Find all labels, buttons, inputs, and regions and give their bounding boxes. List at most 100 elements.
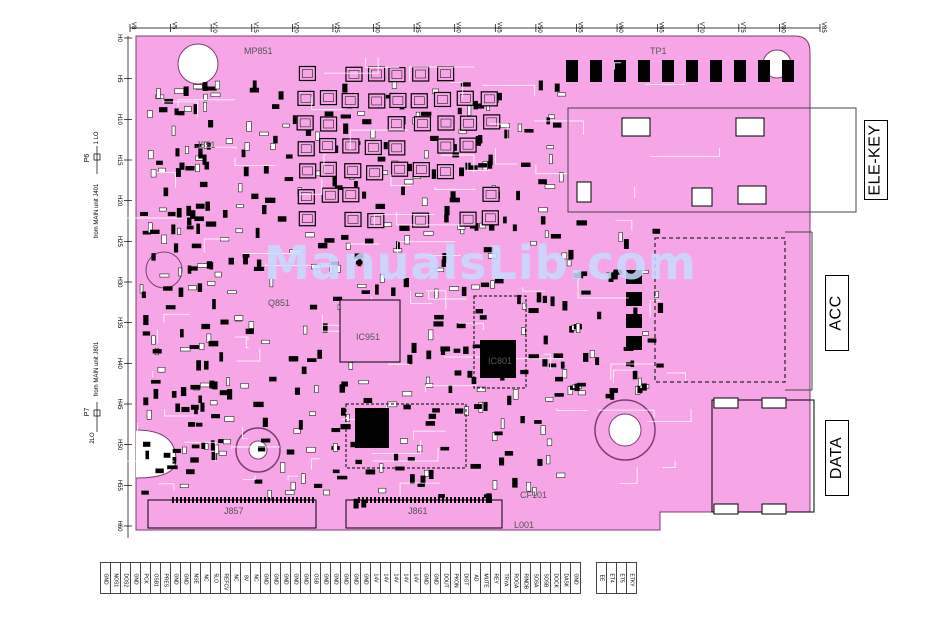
pin-cell: NC bbox=[200, 562, 211, 594]
smd-part bbox=[562, 301, 568, 311]
smd-part bbox=[595, 357, 600, 366]
pin-cell: ET5 bbox=[616, 562, 627, 594]
trace bbox=[349, 129, 408, 150]
pin-name: MUTE bbox=[482, 573, 489, 588]
trace bbox=[413, 430, 446, 441]
smd-part bbox=[336, 264, 341, 273]
pin-cell: GND bbox=[300, 562, 311, 594]
smd-part bbox=[259, 131, 269, 136]
ic-package bbox=[734, 60, 746, 82]
pin-name: GND bbox=[302, 573, 309, 585]
pin bbox=[394, 497, 396, 503]
smd-part bbox=[317, 349, 322, 359]
smd-part bbox=[318, 242, 328, 249]
smd-part bbox=[554, 393, 564, 397]
pin-cell: DOCK bbox=[550, 562, 561, 594]
smd-part bbox=[256, 259, 262, 269]
pin-name: GND bbox=[572, 573, 579, 585]
smd-part bbox=[175, 148, 180, 157]
pin bbox=[224, 497, 226, 503]
board-ref-label: CF101 bbox=[520, 490, 548, 500]
smd-part bbox=[516, 190, 520, 201]
ic-package bbox=[614, 60, 626, 82]
pin-name: ROGA bbox=[512, 573, 519, 589]
smd-part bbox=[244, 142, 250, 151]
top-ruler-label: V25 bbox=[333, 22, 339, 33]
trace-field bbox=[109, 57, 720, 496]
smd-part bbox=[430, 135, 439, 141]
smd-part bbox=[236, 204, 244, 208]
smd-part bbox=[436, 267, 445, 272]
inductor-core bbox=[325, 190, 336, 200]
smd-part bbox=[426, 376, 431, 384]
pin-cell: 14V bbox=[380, 562, 391, 594]
component-field bbox=[139, 60, 794, 509]
smd-part bbox=[182, 446, 187, 455]
pin bbox=[382, 497, 384, 503]
pin-cell: GND bbox=[430, 562, 441, 594]
smd-part bbox=[200, 402, 205, 412]
smd-part bbox=[348, 362, 354, 370]
smd-part bbox=[196, 360, 201, 371]
pin-cell: 14V bbox=[370, 562, 381, 594]
smd-part bbox=[204, 141, 208, 149]
smd-part bbox=[561, 252, 568, 260]
inductor-core bbox=[371, 96, 383, 106]
pin bbox=[308, 497, 310, 503]
smd-part bbox=[245, 328, 254, 335]
pin-name: NC bbox=[252, 574, 259, 582]
smd-part bbox=[246, 121, 252, 132]
smd-part bbox=[440, 346, 451, 352]
inductor bbox=[297, 90, 315, 106]
pin-cell: PKON bbox=[450, 562, 461, 594]
pin bbox=[486, 497, 488, 503]
trace bbox=[162, 101, 198, 118]
pin bbox=[438, 497, 440, 503]
trace bbox=[424, 254, 461, 257]
smd-part bbox=[332, 176, 337, 187]
smd-part bbox=[238, 183, 243, 193]
pin bbox=[208, 497, 210, 503]
inductor bbox=[319, 161, 337, 177]
inductor-core bbox=[462, 140, 474, 150]
smd-part bbox=[420, 111, 432, 116]
left-ruler-label: H60 bbox=[116, 520, 122, 532]
smd-part bbox=[546, 438, 553, 446]
board-ref-label: MP851 bbox=[244, 46, 273, 56]
smd-part bbox=[333, 443, 338, 452]
smd-part bbox=[449, 197, 460, 203]
pin-name: PRES bbox=[162, 573, 169, 588]
smd-part bbox=[199, 181, 208, 188]
smd-part bbox=[546, 455, 551, 465]
pin-cell: GND bbox=[330, 562, 341, 594]
pin-name: 14V bbox=[412, 573, 419, 583]
smd-part bbox=[303, 325, 308, 335]
trace bbox=[535, 164, 569, 175]
smd-part bbox=[293, 428, 301, 434]
inductor bbox=[342, 138, 360, 154]
pin bbox=[220, 497, 222, 503]
pin bbox=[430, 497, 432, 503]
left-ruler-label: H10 bbox=[116, 114, 122, 126]
trace bbox=[662, 460, 676, 468]
smd-part bbox=[206, 261, 213, 269]
smd-part bbox=[322, 323, 328, 333]
inductor bbox=[410, 93, 428, 109]
smd-part bbox=[164, 98, 174, 104]
smd-part bbox=[556, 472, 566, 478]
smd-part bbox=[538, 207, 548, 213]
smd-part bbox=[149, 229, 160, 234]
smd-part bbox=[194, 163, 200, 173]
inductor-core bbox=[371, 69, 382, 79]
inductor-core bbox=[368, 143, 379, 152]
trace bbox=[323, 57, 379, 74]
inductor-core bbox=[440, 141, 452, 151]
smd-part bbox=[187, 265, 192, 274]
watermark: ManualsLib.com bbox=[264, 236, 697, 290]
pin bbox=[276, 497, 278, 503]
smd-part bbox=[657, 302, 664, 314]
trace bbox=[534, 120, 584, 135]
smd-part bbox=[257, 445, 266, 452]
